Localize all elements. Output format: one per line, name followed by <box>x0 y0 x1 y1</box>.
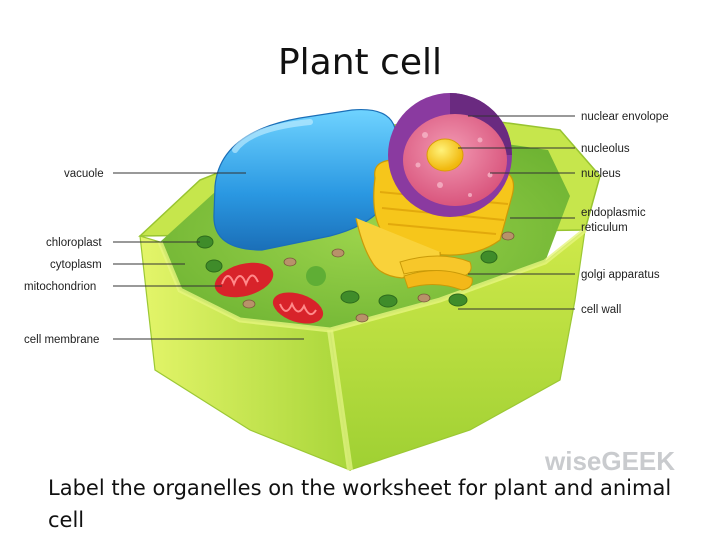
label-vacuole: vacuole <box>64 168 104 180</box>
label-nuclear-envelope: nuclear envolope <box>581 111 669 123</box>
nucleus-organelle <box>388 93 512 217</box>
mitochondrion-organelle <box>214 262 274 298</box>
mitochondrion-organelle-2 <box>272 292 324 324</box>
caption-text: Label the organelles on the worksheet fo… <box>48 476 672 532</box>
leader-lines <box>113 115 575 340</box>
watermark-logo: wiseGEEK <box>544 446 675 476</box>
label-mitochondrion: mitochondrion <box>24 281 96 293</box>
nucleolus-organelle <box>426 138 464 172</box>
label-endoplasmic-line1: endoplasmic <box>581 207 646 219</box>
label-chloroplast: chloroplast <box>46 237 102 249</box>
label-cell-membrane: cell membrane <box>24 334 99 346</box>
label-cytoplasm: cytoplasm <box>50 259 102 271</box>
label-golgi-apparatus: golgi apparatus <box>581 269 660 281</box>
vesicles <box>242 231 515 323</box>
page-title: Plant cell <box>277 42 443 83</box>
label-nucleolus: nucleolus <box>581 143 630 155</box>
golgi-apparatus-organelle <box>399 255 473 291</box>
label-cell-wall: cell wall <box>581 304 621 316</box>
chloroplast-organelle <box>196 235 498 308</box>
label-endoplasmic-line2: reticulum <box>581 222 628 234</box>
label-nucleus: nucleus <box>581 168 621 180</box>
